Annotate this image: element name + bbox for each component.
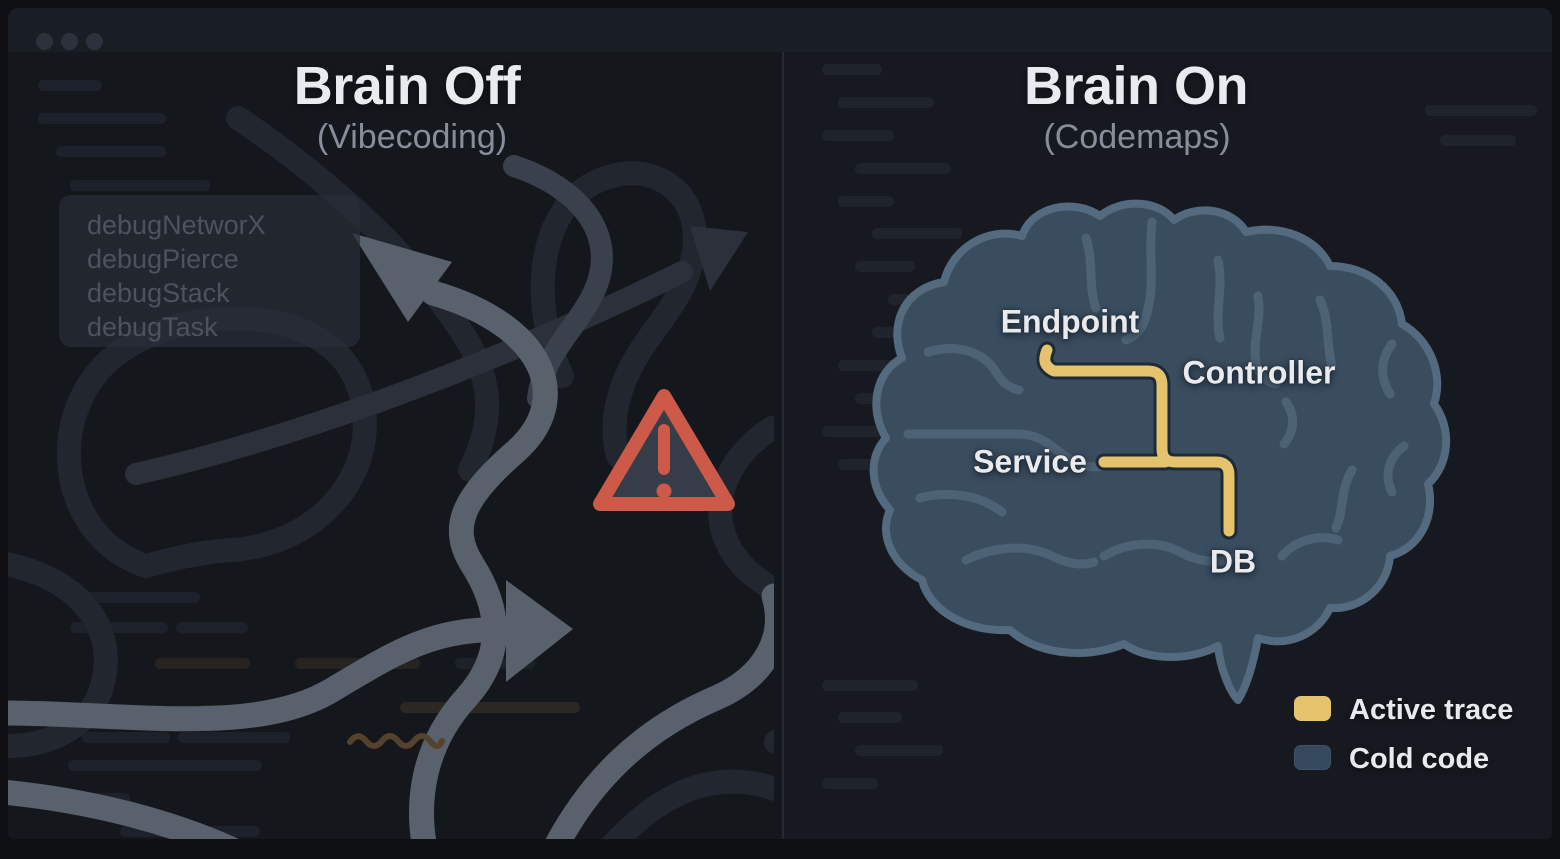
- ghost-code-bar: [822, 426, 918, 437]
- left-panel-subtitle: (Vibecoding): [316, 118, 508, 156]
- ghost-code-bar: [872, 228, 962, 239]
- ghost-code-bar: [198, 705, 290, 716]
- ghost-code-bar: [400, 702, 580, 713]
- window-bottom-edge: [0, 839, 1560, 859]
- ghost-code-line: debugTask: [87, 312, 218, 342]
- ghost-code-bar: [295, 658, 420, 669]
- ghost-code-bar: [822, 130, 894, 141]
- ghost-code-bar: [70, 592, 200, 603]
- ghost-code-line: debugStack: [87, 278, 230, 308]
- ghost-code-bar: [855, 393, 919, 404]
- window-close-button[interactable]: [36, 33, 53, 50]
- cold-code-swatch-icon: [1294, 745, 1331, 770]
- ghost-code-line: debugNetworX: [87, 210, 266, 240]
- ghost-suggestion-box: debugNetworX debugPierce debugStack debu…: [59, 195, 360, 347]
- window-minimize-button[interactable]: [61, 33, 78, 50]
- legend-label: Active trace: [1349, 694, 1514, 726]
- window-maximize-button[interactable]: [86, 33, 103, 50]
- panel-divider: [782, 52, 784, 839]
- ghost-code-bar: [55, 793, 130, 804]
- ghost-code-bar: [838, 360, 926, 371]
- ghost-code-bar: [855, 163, 951, 174]
- ghost-code-bar: [855, 745, 943, 756]
- ghost-code-bar: [822, 680, 918, 691]
- ghost-code-bar: [838, 712, 902, 723]
- brain-label-endpoint: Endpoint: [1000, 303, 1140, 340]
- ghost-code-bar: [38, 80, 102, 91]
- active-trace-swatch-icon: [1294, 696, 1331, 721]
- brain-label-db: DB: [1209, 543, 1257, 580]
- ghost-code-bar: [120, 826, 260, 837]
- ghost-code-bar: [838, 459, 894, 470]
- ghost-code-bar: [838, 196, 894, 207]
- ghost-code-bar: [176, 622, 248, 633]
- ghost-code-bar: [68, 760, 262, 771]
- right-panel-title: Brain On: [1023, 56, 1249, 116]
- ghost-code-bar: [838, 97, 934, 108]
- window-titlebar: [8, 8, 1552, 52]
- ghost-code-bar: [455, 658, 535, 669]
- ghost-code-bar: [822, 778, 878, 789]
- ghost-code-bar: [70, 180, 210, 191]
- ghost-code-bar: [822, 64, 882, 75]
- right-panel-subtitle: (Codemaps): [1043, 118, 1231, 156]
- legend-row-active-trace: Active trace: [1294, 694, 1534, 726]
- ghost-code-bar: [82, 732, 170, 743]
- brain-label-service: Service: [973, 443, 1087, 480]
- ghost-code-bar: [872, 327, 928, 338]
- ghost-code-bar: [38, 113, 166, 124]
- ghost-code-bar: [178, 732, 290, 743]
- ghost-code-bar: [155, 658, 250, 669]
- legend: Active trace Cold code: [1294, 694, 1534, 792]
- brain-label-controller: Controller: [1182, 354, 1336, 391]
- left-panel-title: Brain Off: [293, 56, 521, 116]
- ghost-code-bar: [1440, 135, 1516, 146]
- ghost-code-bar: [70, 622, 168, 633]
- ghost-code-bar: [888, 294, 968, 305]
- ghost-code-bar: [855, 261, 915, 272]
- legend-label: Cold code: [1349, 743, 1490, 775]
- ghost-code-bar: [56, 146, 166, 157]
- ghost-code-line: debugPierce: [87, 244, 239, 274]
- ghost-code-bar: [1425, 105, 1537, 116]
- legend-row-cold-code: Cold code: [1294, 743, 1534, 775]
